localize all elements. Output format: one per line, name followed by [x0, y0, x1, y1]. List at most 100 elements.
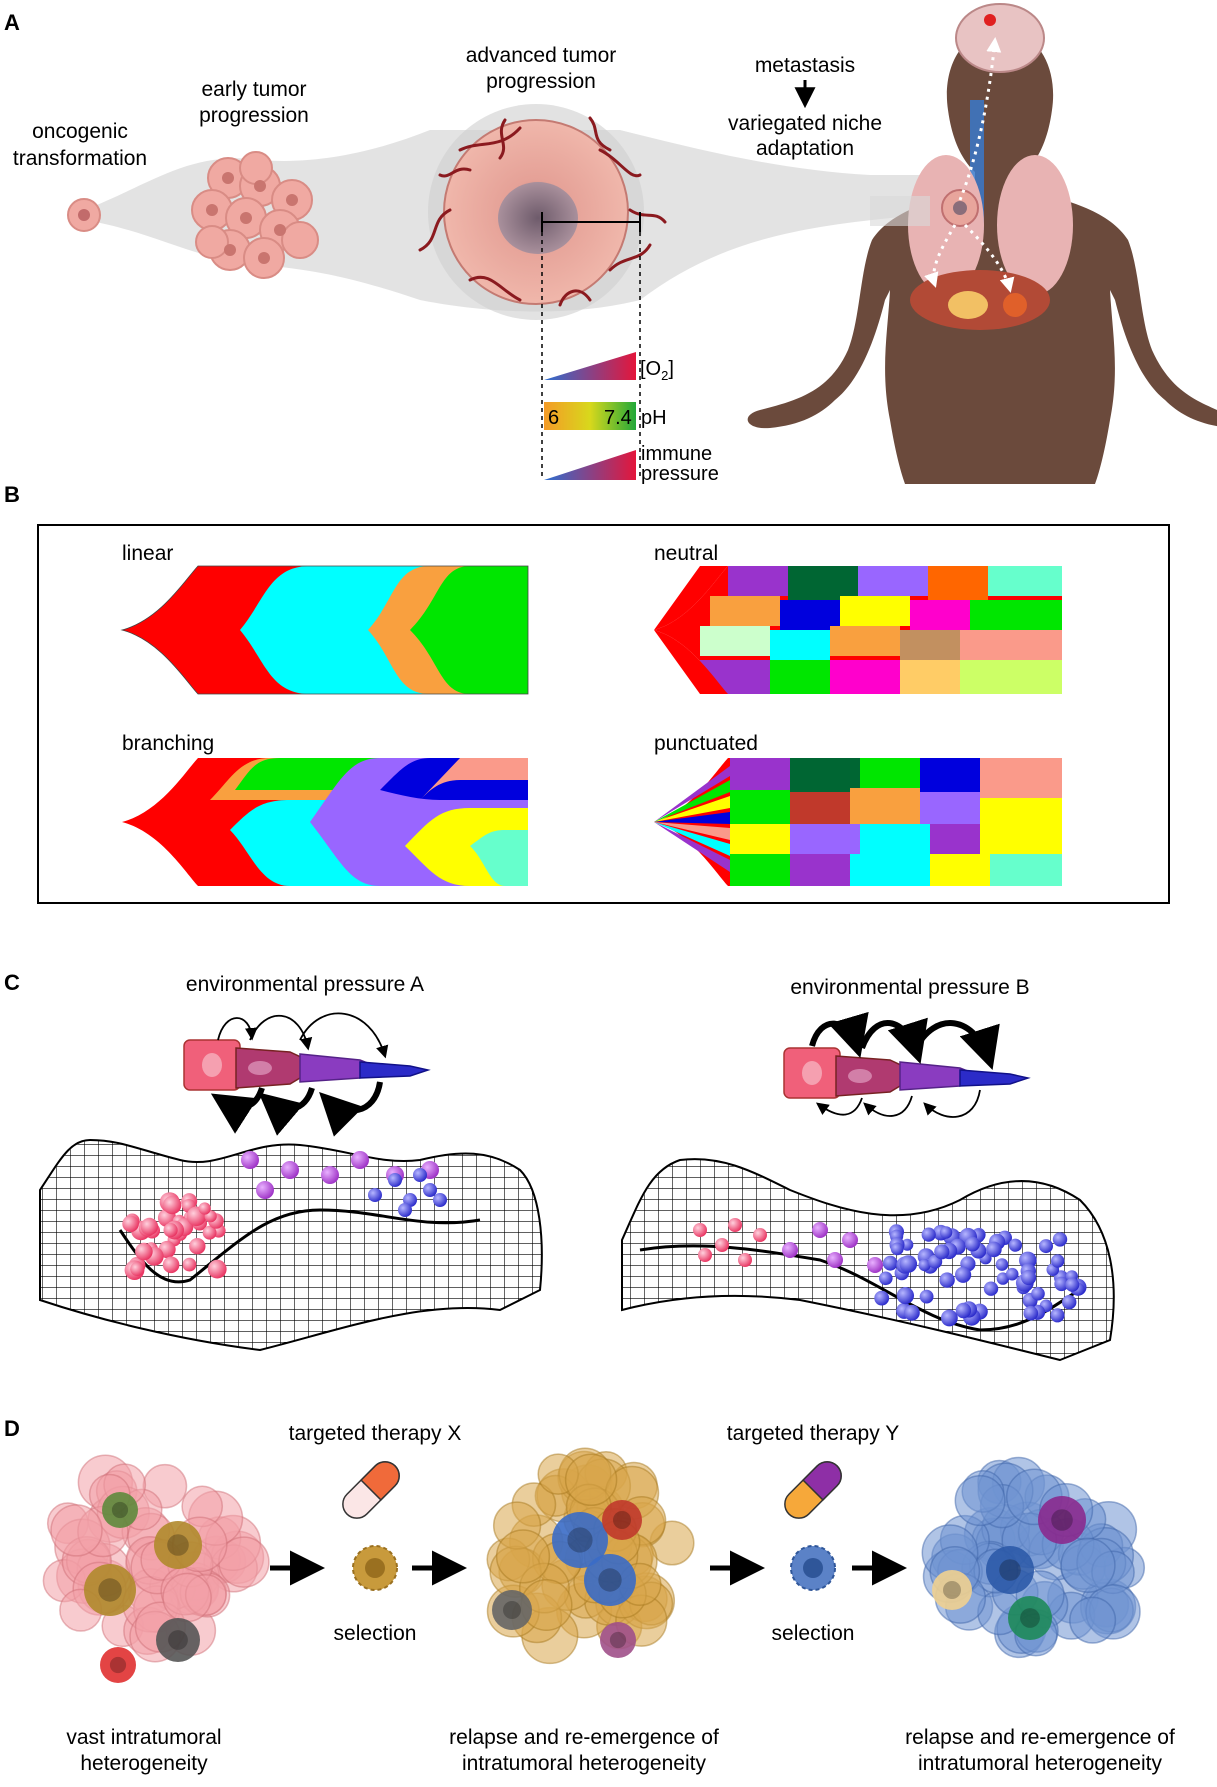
cell-sphere: [433, 1193, 447, 1207]
selection-label-y: selection: [772, 1622, 855, 1645]
relapse-y-label-line1: relapse and re-emergence of: [905, 1726, 1175, 1749]
tumor-population-relapse-y: [921, 1456, 1146, 1659]
cell-sphere: [738, 1253, 752, 1267]
tumor-cell-nucleus: [503, 1601, 521, 1619]
cell-sphere: [140, 1217, 159, 1236]
immune-label-line2: pressure: [641, 463, 719, 485]
cell-sphere: [919, 1289, 934, 1304]
cell-sphere: [1031, 1286, 1045, 1301]
advanced-tumor: [418, 104, 667, 480]
cell-sphere: [918, 1259, 931, 1272]
cell-sphere: [874, 1290, 890, 1306]
cell-sphere: [351, 1151, 369, 1169]
niche-label-line1: variegated niche: [728, 112, 882, 135]
cell-sphere: [135, 1242, 153, 1261]
tumor-cell-nucleus: [999, 1559, 1021, 1581]
cell-sphere: [163, 1223, 178, 1238]
oncogenic-label-line1: oncogenic: [32, 120, 128, 143]
ph-high-label: 7.4: [604, 407, 632, 429]
tumor-subclone-cell: [602, 1500, 642, 1540]
tumor-subclone-cell: [1038, 1496, 1086, 1544]
cell-sphere: [899, 1255, 918, 1273]
cell-sphere: [693, 1223, 707, 1237]
cell-sphere: [241, 1151, 259, 1169]
cell-sphere: [890, 1242, 904, 1256]
selected-cell-y: [790, 1545, 836, 1591]
therapy-x-label: targeted therapy X: [289, 1422, 462, 1445]
cell-sphere: [198, 1202, 211, 1215]
cell-sphere: [256, 1181, 274, 1199]
tumor-cell-nucleus: [168, 1630, 188, 1650]
tumor-cell-nucleus: [609, 1631, 627, 1649]
tumor-subclone-cell: [986, 1546, 1034, 1594]
panel-b-letter: B: [4, 482, 20, 507]
tumor-subclone-cell: [552, 1512, 608, 1568]
model-label-punctuated: punctuated: [654, 732, 758, 755]
immune-gradient: [544, 450, 636, 480]
tumor-cell-nucleus: [111, 1501, 129, 1519]
cell-state-chain-b: [783, 1011, 1031, 1118]
cell-sphere: [1008, 1238, 1023, 1252]
cell-sphere: [983, 1281, 999, 1296]
tumor-cell: [954, 1475, 1006, 1527]
relapse-y-label-line2: intratumoral heterogeneity: [918, 1752, 1162, 1775]
cell-sphere: [1062, 1295, 1077, 1310]
cell-sphere: [941, 1309, 958, 1327]
cell-sphere: [955, 1266, 972, 1283]
cell-sphere: [1023, 1305, 1039, 1321]
tumor-population-relapse-x: [486, 1447, 695, 1665]
therapy-y-label: targeted therapy Y: [727, 1422, 899, 1445]
selection-label-x: selection: [334, 1622, 417, 1645]
tumor-subclone-cell: [154, 1521, 202, 1569]
ph-gradient: [544, 402, 636, 430]
tumor-cell: [1069, 1596, 1117, 1644]
cell-sphere: [122, 1215, 139, 1233]
cell-sphere: [1021, 1269, 1037, 1286]
cell-sphere: [896, 1287, 915, 1305]
cell-sphere: [281, 1161, 299, 1179]
pressure-a-label: environmental pressure A: [186, 973, 424, 996]
tumor-cell: [564, 1453, 618, 1507]
cell-sphere: [753, 1228, 767, 1242]
pill-x-icon: [342, 1461, 400, 1519]
tumor-cell-nucleus: [167, 1534, 189, 1556]
cell-sphere: [202, 1225, 217, 1240]
cell-sphere: [939, 1226, 953, 1239]
cell-sphere: [130, 1262, 145, 1277]
oxygen-gradient: [544, 352, 636, 380]
tumor-subclone-cell: [584, 1554, 636, 1606]
early-tumor-cluster: [191, 151, 319, 279]
cell-sphere: [398, 1203, 412, 1217]
cell-sphere: [955, 1302, 972, 1319]
cell-sphere: [1052, 1232, 1068, 1247]
relapse-x-label-line2: intratumoral heterogeneity: [462, 1752, 706, 1775]
cell-sphere: [882, 1255, 898, 1271]
cell-sphere: [715, 1238, 729, 1252]
tumor-subclone-cell: [102, 1492, 138, 1528]
cell-sphere: [698, 1248, 712, 1262]
tumor-cell: [495, 1529, 551, 1584]
human-body: [747, 3, 1217, 484]
tumor-cell: [1060, 1537, 1116, 1593]
fishplot-punctuated: [654, 758, 1062, 886]
tumor-cell: [50, 1504, 103, 1557]
ph-low-label: 6: [548, 407, 559, 429]
cell-sphere: [867, 1257, 883, 1273]
panel-a-letter: A: [4, 10, 20, 35]
early-label-line1: early tumor: [201, 78, 306, 101]
fishplot-neutral: [654, 566, 1062, 694]
cell-sphere: [321, 1166, 339, 1184]
relapse-x-label-line1: relapse and re-emergence of: [449, 1726, 719, 1749]
tumor-cell-nucleus: [598, 1568, 622, 1592]
tumor-subclone-cell: [492, 1590, 532, 1630]
cell-sphere: [388, 1173, 402, 1187]
cell-sphere: [1050, 1308, 1065, 1323]
model-label-neutral: neutral: [654, 542, 718, 565]
cell-sphere: [423, 1183, 437, 1197]
landscape-b: [621, 1158, 1115, 1362]
model-label-branching: branching: [122, 732, 214, 755]
oxygen-label: [O2]: [640, 358, 674, 383]
cell-sphere: [1051, 1254, 1065, 1268]
cell-sphere: [812, 1222, 828, 1238]
